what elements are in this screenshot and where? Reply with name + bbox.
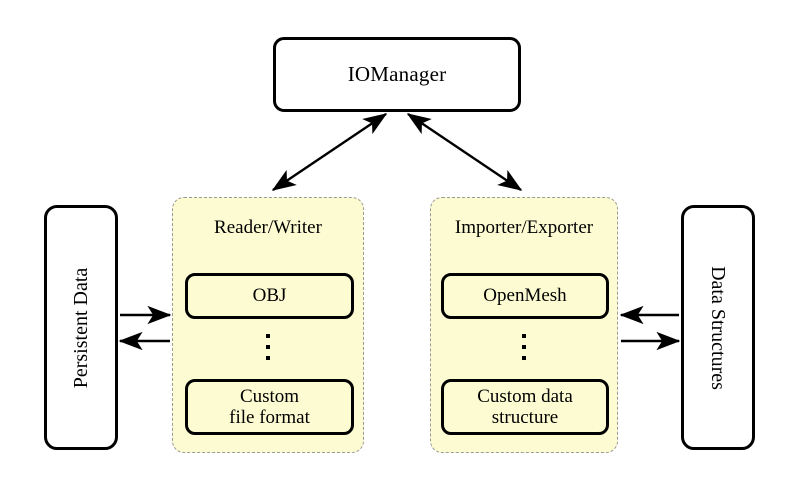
importer-exporter-item-openmesh-label: OpenMesh <box>483 285 567 307</box>
reader-writer-item-custom-file-format-line1: Custom <box>239 385 300 407</box>
data-structures-node[interactable]: Data Structures <box>681 205 755 450</box>
iomanager-node[interactable]: IOManager <box>273 37 521 112</box>
importer-exporter-item-custom-data-structure-line2: structure <box>491 407 559 428</box>
data-structures-label: Data Structures <box>707 265 729 390</box>
importer-exporter-item-custom-data-structure[interactable]: Custom data structure <box>441 379 609 435</box>
importer-exporter-item-custom-data-structure-line1: Custom data <box>477 385 573 407</box>
reader-writer-panel-title: Reader/Writer <box>214 217 322 238</box>
importer-exporter-ellipsis-icon <box>431 334 617 360</box>
importer-exporter-panel[interactable]: Importer/Exporter OpenMesh Custom data s… <box>430 197 618 453</box>
reader-writer-item-custom-file-format-line2: file format <box>229 407 310 428</box>
reader-writer-panel[interactable]: Reader/Writer OBJ Custom file format <box>172 197 364 453</box>
reader-writer-item-obj-label: OBJ <box>252 285 287 307</box>
persistent-data-label: Persistent Data <box>70 267 92 388</box>
reader-writer-item-obj[interactable]: OBJ <box>185 273 354 319</box>
importer-exporter-item-openmesh[interactable]: OpenMesh <box>441 273 609 319</box>
persistent-data-node[interactable]: Persistent Data <box>44 205 118 450</box>
importer-exporter-panel-title: Importer/Exporter <box>454 217 594 238</box>
connector-iomanager-importer-exporter <box>406 113 523 191</box>
iomanager-label: IOManager <box>347 62 447 86</box>
reader-writer-ellipsis-icon <box>173 334 363 360</box>
connector-iomanager-reader-writer <box>271 113 388 191</box>
reader-writer-item-custom-file-format[interactable]: Custom file format <box>185 379 354 435</box>
